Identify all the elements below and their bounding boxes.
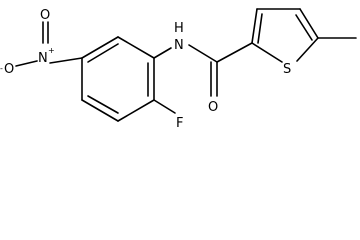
sulfur-label: S [283,62,291,77]
benzene-ring [81,36,155,122]
nitro-nitrogen-label: N [38,51,48,66]
nitro-oxygen-top-label: O [40,8,50,23]
nitro-oxygen-left-label: O [4,62,14,77]
nitro-nitrogen-charge: + [48,46,55,55]
thiophene-ring: S [251,8,319,77]
chemical-structure: N + O O - F N H O S [0,8,357,131]
nitro-oxygen-charge: - [0,64,3,73]
amide-group: N H O [153,21,253,115]
amide-nitrogen-label: N [174,38,184,53]
fluorine-substituent: F [153,99,183,131]
amide-hydrogen-label: H [174,21,184,36]
carbonyl-oxygen-label: O [208,100,218,115]
nitro-group: N + O O - [0,8,83,77]
fluorine-label: F [176,116,183,131]
